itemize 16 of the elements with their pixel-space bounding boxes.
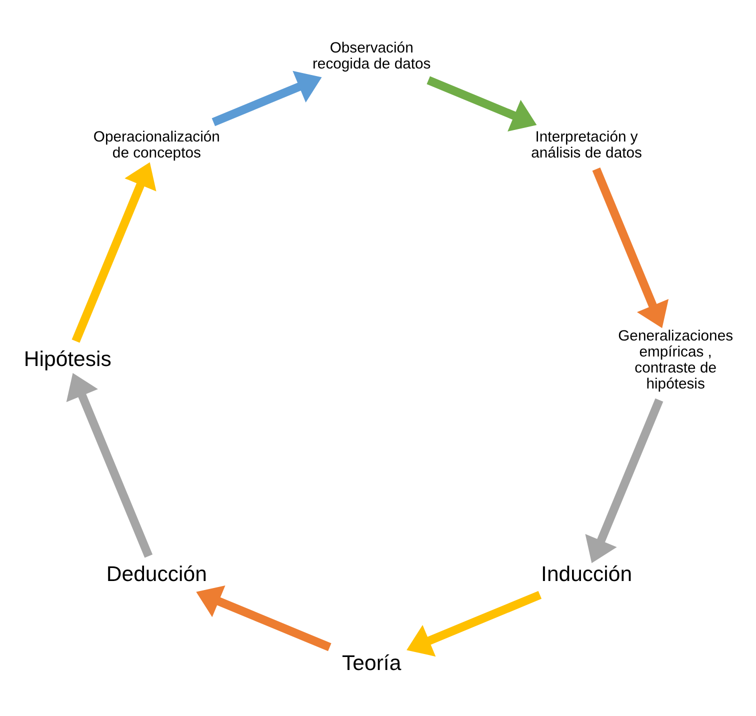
node-text: Interpretación y análisis de datos bbox=[531, 129, 642, 162]
node-text: Generalizaciones empíricas , contraste de hipótesis bbox=[618, 328, 734, 392]
arrow bbox=[406, 590, 542, 656]
arrow bbox=[196, 584, 332, 651]
arrow bbox=[72, 162, 156, 342]
arrow bbox=[66, 372, 153, 558]
node-text: Inducción bbox=[541, 561, 632, 586]
arrow bbox=[592, 166, 669, 328]
node-text: Deducción bbox=[106, 561, 207, 586]
arrow bbox=[212, 70, 322, 126]
node-text: Observación recogida de datos bbox=[312, 40, 431, 72]
node-text: Operacionalización de conceptos bbox=[93, 129, 220, 162]
arrow bbox=[426, 76, 537, 131]
node-text: Teoría bbox=[342, 650, 402, 674]
node-text: Hipótesis bbox=[24, 346, 112, 370]
arrow bbox=[585, 398, 664, 563]
